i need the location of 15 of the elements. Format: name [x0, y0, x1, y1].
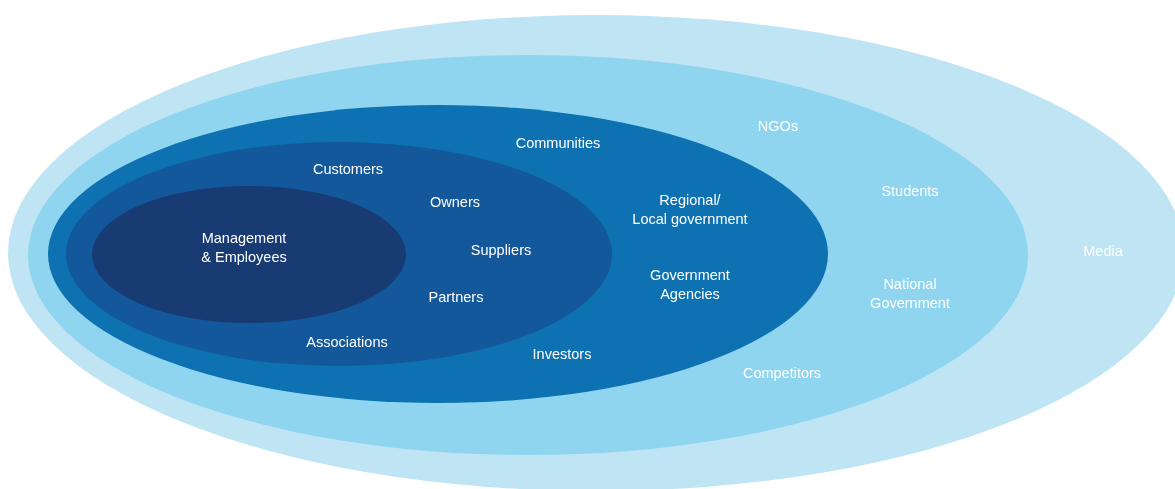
stakeholder-label: Owners: [430, 192, 480, 212]
stakeholder-label: NGOs: [757, 116, 799, 136]
stakeholder-label: Partners: [428, 287, 484, 307]
stakeholder-label: Associations: [306, 332, 388, 352]
stakeholder-label: Suppliers: [470, 240, 532, 260]
stakeholder-label: Students: [881, 181, 939, 201]
stakeholder-label: Government Agencies: [650, 266, 730, 304]
stakeholder-label: Management & Employees: [201, 229, 287, 267]
stakeholder-label: Customers: [312, 159, 384, 179]
stakeholder-label: Regional/ Local government: [632, 191, 748, 229]
stakeholder-label: National Government: [870, 275, 950, 313]
stakeholder-label: Investors: [532, 344, 592, 364]
stakeholder-label: Communities: [515, 133, 601, 153]
stakeholder-label: Media: [1083, 241, 1123, 261]
stakeholder-label: Competitors: [742, 363, 822, 383]
